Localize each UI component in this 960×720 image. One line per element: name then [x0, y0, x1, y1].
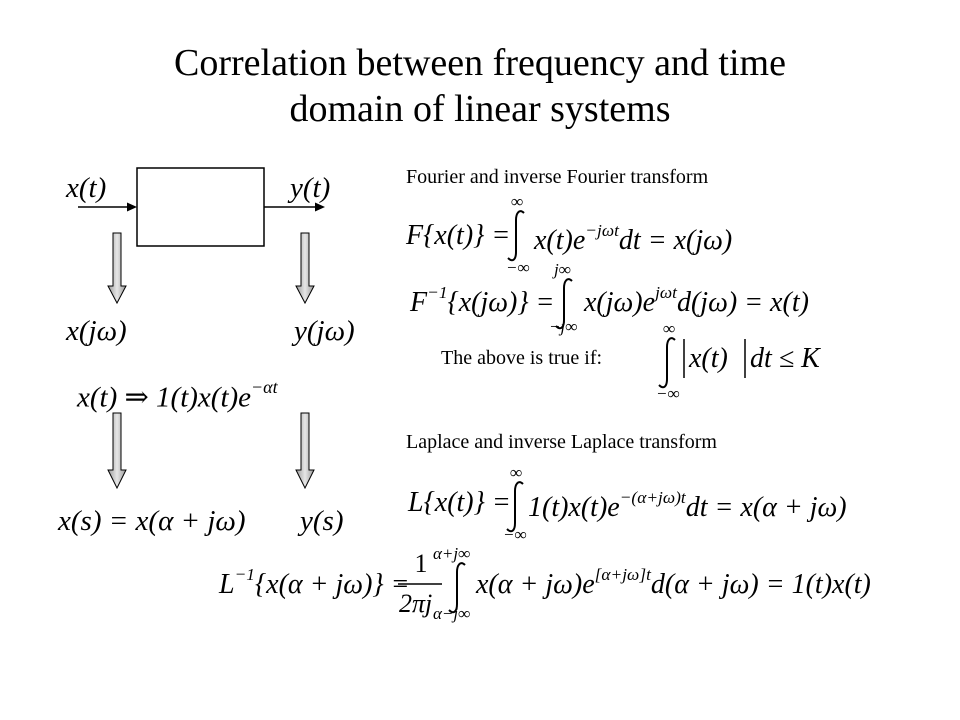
laplace-forward-integrand-text: 1(t)x(t)e: [528, 492, 620, 524]
laplace-heading: Laplace and inverse Laplace transform: [406, 431, 717, 453]
fourier-forward-rhs: dt = x(jω): [618, 225, 733, 257]
down-arrow-input-fourier: [107, 232, 127, 305]
fourier-forward-integrand: x(t)e−jωtdt = x(jω): [534, 222, 732, 255]
output-arrow: [264, 202, 325, 212]
fourier-inverse-integrand-text: x(jω)e: [584, 287, 656, 319]
laplace-inverse-lower-limit: α−j∞: [433, 604, 471, 623]
fourier-condition-lower-limit: −∞: [656, 384, 680, 403]
laplace-inverse-operator: L: [219, 569, 235, 601]
fourier-forward-lhs: F{x(t)} =: [406, 220, 511, 251]
fourier-heading: Fourier and inverse Fourier transform: [406, 166, 709, 188]
fourier-condition-rhs: dt ≤ K: [750, 343, 820, 374]
laplace-inverse-fraction-bar: [398, 583, 442, 585]
fourier-inverse-argument: {x(jω)} =: [447, 287, 555, 319]
output-frequency-label: y(jω): [294, 315, 355, 347]
fourier-condition-integrand: x(t): [689, 343, 728, 374]
fourier-forward-integrand-text: x(t)e: [534, 225, 586, 257]
laplace-output-label: y(s): [300, 505, 344, 537]
laplace-inverse-argument: {x(α + jω)} =: [254, 569, 410, 601]
laplace-forward-upper-limit: ∞: [510, 463, 523, 482]
fourier-inverse-integral-sign: [555, 278, 573, 330]
fourier-inverse-lhs: F−1{x(jω)} =: [410, 284, 554, 317]
fourier-inverse-rhs: d(jω) = x(t): [676, 287, 809, 319]
fourier-condition-integral-sign: [658, 337, 676, 389]
input-signal-label: x(t): [66, 172, 107, 204]
fourier-forward-exponent: −jωt: [585, 221, 619, 240]
laplace-forward-rhs: dt = x(α + jω): [685, 492, 847, 524]
down-arrow-output-laplace: [295, 412, 315, 490]
laplace-inverse-fraction-denominator: 2πj: [399, 589, 433, 618]
output-signal-label: y(t): [290, 172, 331, 204]
fourier-forward-upper-limit: ∞: [511, 192, 524, 211]
slide-title-line-2: domain of linear systems: [289, 88, 671, 130]
slide-title: Correlation between frequency and time d…: [0, 40, 960, 132]
laplace-inverse-lhs: L−1{x(α + jω)} =: [219, 566, 410, 599]
exponential-weighting-exponent: −αt: [251, 377, 278, 397]
input-arrow: [78, 202, 137, 212]
fourier-forward-lower-limit: −∞: [506, 258, 530, 277]
fourier-forward-integral-sign: [507, 210, 525, 262]
fourier-inverse-operator: F: [410, 287, 428, 319]
laplace-forward-exponent: −(α+jω)t: [619, 488, 686, 507]
down-arrow-input-laplace: [107, 412, 127, 490]
fourier-inverse-lower-limit: −j∞: [549, 317, 578, 336]
laplace-forward-integral-sign: [506, 481, 524, 533]
laplace-forward-lower-limit: −∞: [503, 525, 527, 544]
laplace-inverse-integrand-text: x(α + jω)e: [476, 569, 595, 601]
fourier-condition-text: The above is true if:: [441, 347, 603, 369]
slide-title-line-1: Correlation between frequency and time: [174, 42, 786, 84]
laplace-forward-lhs: L{x(t)} =: [408, 487, 511, 518]
input-frequency-label: x(jω): [66, 315, 127, 347]
laplace-inverse-operator-exponent: −1: [234, 565, 255, 584]
down-arrow-output-fourier: [295, 232, 315, 305]
laplace-inverse-fraction-numerator: 1: [414, 549, 428, 578]
exponential-weighting-text: x(t) ⇒ 1(t)x(t)e: [77, 381, 252, 414]
laplace-inverse-integral-sign: [448, 562, 466, 614]
fourier-inverse-operator-exponent: −1: [427, 283, 448, 302]
laplace-forward-integrand: 1(t)x(t)e−(α+jω)tdt = x(α + jω): [528, 489, 847, 522]
laplace-inverse-upper-limit: α+j∞: [433, 544, 471, 563]
fourier-inverse-exponent: jωt: [655, 283, 677, 302]
laplace-inverse-exponent: [α+jω]t: [594, 565, 651, 584]
fourier-inverse-upper-limit: j∞: [554, 260, 571, 279]
fourier-condition-upper-limit: ∞: [663, 319, 676, 338]
exponential-weighting-equation: x(t) ⇒ 1(t)x(t)e−αt: [77, 378, 278, 412]
system-block: [136, 167, 265, 247]
laplace-inverse-integrand: x(α + jω)e[α+jω]td(α + jω) = 1(t)x(t): [476, 566, 871, 599]
laplace-inverse-rhs: d(α + jω) = 1(t)x(t): [650, 569, 871, 601]
laplace-input-label: x(s) = x(α + jω): [58, 505, 246, 537]
fourier-inverse-integrand: x(jω)ejωtd(jω) = x(t): [584, 284, 809, 317]
